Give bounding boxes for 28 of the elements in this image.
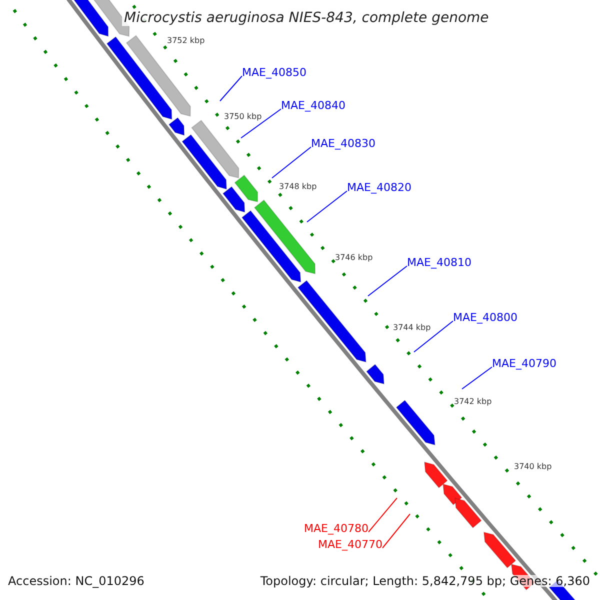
gene-name-label: MAE_40840 [281,100,346,111]
scale-label: 3744 kbp [393,324,431,332]
leader-line [368,266,408,296]
gene-name-label: MAE_40780 [304,523,368,534]
gene-name-label: MAE_40810 [407,257,472,268]
scale-label: 3748 kbp [279,183,317,191]
leader-line [382,514,410,548]
scale-label: 3750 kbp [224,113,262,121]
scale-label: 3752 kbp [167,37,205,45]
accession-text: Accession: NC_010296 [8,575,144,587]
gene-name-label: MAE_40850 [242,67,306,78]
gene-name-label: MAE_40770 [318,539,382,550]
leader-line [462,366,492,390]
summary-text: Topology: circular; Length: 5,842,795 bp; Genes: 6,360 [260,575,590,587]
leader-line [272,146,312,178]
gene-name-label: MAE_40790 [492,358,556,369]
gene-name-label: MAE_40820 [347,182,412,193]
leader-line [414,320,454,352]
gene-name-label: MAE_40830 [311,138,376,149]
leader-line [240,108,282,138]
gene-name-label: MAE_40800 [453,312,518,323]
diagram-title: Microcystis aeruginosa NIES-843, complete genome [122,10,491,26]
leader-line [220,76,242,102]
leader-line [368,498,398,532]
scale-label: 3740 kbp [514,463,552,471]
leader-line [306,190,348,222]
scale-label: 3742 kbp [454,398,492,406]
scale-label: 3746 kbp [335,254,373,262]
